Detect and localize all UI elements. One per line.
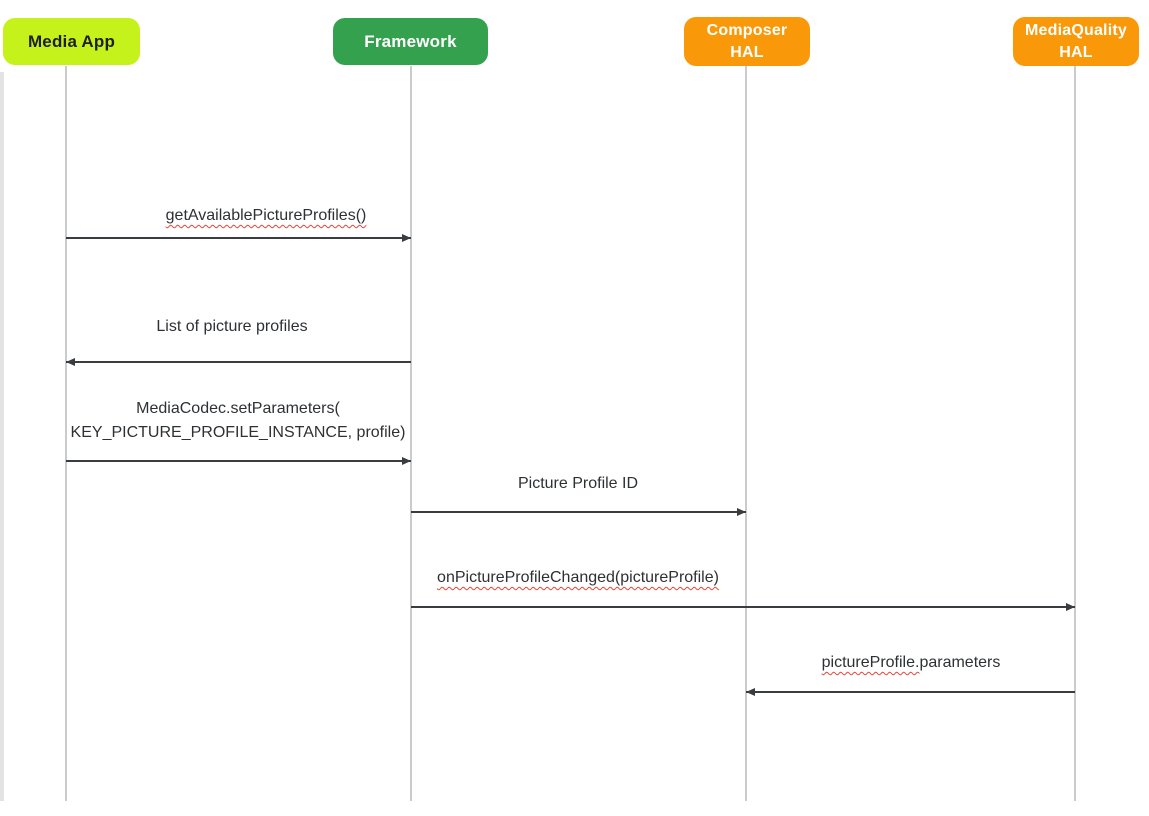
message-arrow-get-available-picture-profiles — [66, 237, 411, 239]
arrowhead-left-icon — [746, 688, 755, 696]
message-label-picture-profile-parameters: pictureProfile.parameters — [822, 651, 1001, 675]
arrowhead-right-icon — [1066, 603, 1075, 611]
message-label-list-of-picture-profiles: List of picture profiles — [156, 318, 308, 335]
actor-media-app-label: Media App — [27, 31, 116, 51]
actor-mediaquality-hal: MediaQuality HAL — [1013, 17, 1139, 66]
message-label-get-available-picture-profiles: getAvailablePictureProfiles() — [165, 207, 367, 224]
actor-framework: Framework — [333, 18, 488, 65]
message-label-mediacodec-line2: KEY_PICTURE_PROFILE_INSTANCE, profile) — [70, 424, 406, 441]
actor-composer-hal: Composer HAL — [684, 17, 810, 66]
arrowhead-left-icon — [66, 358, 75, 366]
message-arrow-picture-profile-id — [411, 511, 746, 513]
arrowhead-right-icon — [737, 508, 746, 516]
lifeline-framework — [410, 66, 412, 801]
arrowhead-right-icon — [402, 234, 411, 242]
message-arrow-mediacodec-set-parameters — [66, 460, 411, 462]
message-arrow-picture-profile-parameters — [746, 691, 1075, 693]
lifeline-composer-hal — [745, 66, 747, 801]
actor-media-app: Media App — [3, 18, 140, 65]
actor-composer-hal-label-line1: Composer — [706, 21, 788, 39]
actor-framework-label: Framework — [364, 31, 457, 51]
lifeline-mediaquality-hal — [1074, 66, 1076, 801]
message-label-on-picture-profile-changed: onPictureProfileChanged(pictureProfile) — [437, 569, 719, 586]
actor-mediaquality-hal-label-line2: HAL — [1059, 43, 1093, 61]
lifeline-media-app — [65, 66, 67, 801]
message-label-picture-profile-id: Picture Profile ID — [517, 475, 639, 492]
message-label-mediacodec-line1: MediaCodec.setParameters( — [136, 400, 340, 417]
message-label-mediacodec-set-parameters: MediaCodec.setParameters( KEY_PICTURE_PR… — [71, 397, 406, 445]
message-arrow-on-picture-profile-changed — [411, 606, 1075, 608]
left-edge-bar — [0, 72, 4, 801]
message-arrow-list-of-picture-profiles — [66, 361, 411, 363]
actor-mediaquality-hal-label-line1: MediaQuality — [1025, 21, 1127, 39]
actor-composer-hal-label-line2: HAL — [730, 43, 764, 61]
message-label-picture-profile-parameters-part2: parameters — [919, 654, 1001, 671]
message-label-picture-profile-parameters-part1: pictureProfile. — [821, 654, 920, 671]
arrowhead-right-icon — [402, 457, 411, 465]
